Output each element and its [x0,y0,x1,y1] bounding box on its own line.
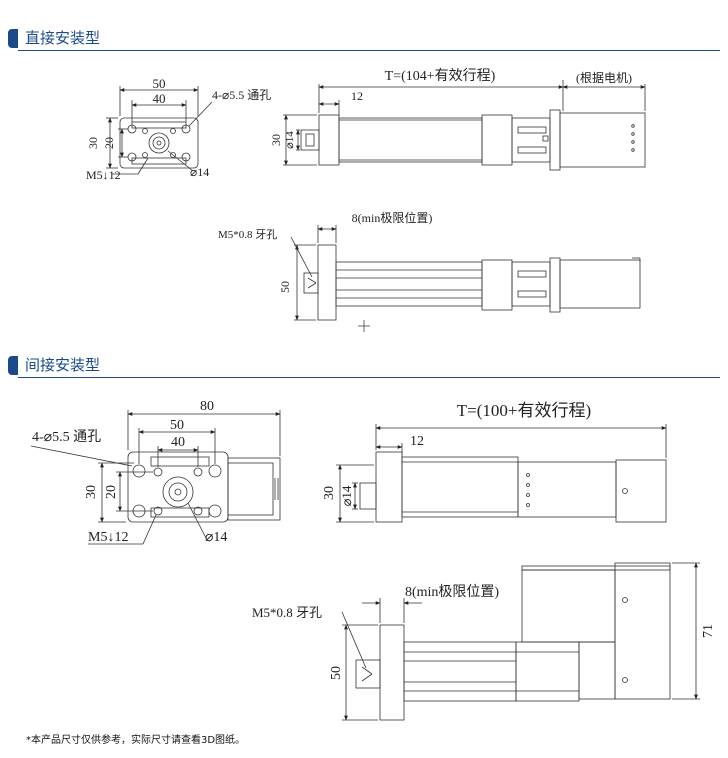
label-bore-diameter: ⌀14 [190,165,209,179]
dim-width-outer: 50 [170,418,184,433]
section-title: 间接安装型 [25,356,101,374]
section-marker [8,356,18,375]
section-title: 直接安装型 [25,29,101,47]
label-thread-hole: M5*0.8 牙孔 [252,605,322,620]
crosshair-cursor-icon [358,320,370,332]
dim-side-height: 30 [322,486,337,500]
dim-min-limit: 8(min极限位置) [352,210,433,225]
dim-stroke-length: T=(100+有效行程) [457,401,591,420]
side-view-indirect [336,424,667,523]
label-thread-depth: M5↓12 [88,530,128,545]
bottom-view-indirect [341,562,700,721]
section-rule [18,377,720,378]
label-motor-dependent: (根据电机) [576,71,632,85]
bottom-view-direct [290,225,641,321]
dim-height-inner: 20 [102,137,116,149]
section-header-direct: 直接安装型 [8,27,720,51]
section-marker [8,29,18,48]
dim-width-inner: 40 [171,435,185,450]
label-thread-hole: M5*0.8 牙孔 [218,228,277,241]
label-bore-diameter: ⌀14 [205,530,227,545]
dim-height-outer: 30 [86,137,100,149]
dim-offset: 12 [410,434,424,449]
dim-height-inner: 20 [104,485,119,499]
footnote: *本产品尺寸仅供参考，实际尺寸请查看3D图纸。 [26,735,246,746]
dim-side-height: 30 [269,134,283,146]
section-header-indirect: 间接安装型 [8,354,720,378]
dim-side-diameter: ⌀14 [339,485,354,506]
front-view-indirect [30,410,281,545]
dim-bottom-height: 50 [278,281,292,293]
dim-height-outer: 30 [84,485,99,499]
section-rule [18,50,720,51]
label-thread-depth: M5↓12 [86,168,121,182]
label-through-holes: 4-⌀5.5 通孔 [32,429,101,445]
dim-bottom-height: 50 [329,666,344,680]
label-through-holes: 4-⌀5.5 通孔 [212,88,271,102]
dim-total-width: 80 [200,399,214,414]
side-view-direct [283,80,646,171]
front-view-direct [106,86,213,175]
dim-stroke-length: T=(104+有效行程) [385,68,496,84]
dim-side-diameter: ⌀14 [284,131,296,149]
dim-width-inner: 40 [153,91,166,106]
dim-total-height: 71 [701,624,716,638]
dim-offset: 12 [351,89,363,103]
dim-min-limit: 8(min极限位置) [405,584,499,600]
dim-width-outer: 50 [153,76,166,91]
